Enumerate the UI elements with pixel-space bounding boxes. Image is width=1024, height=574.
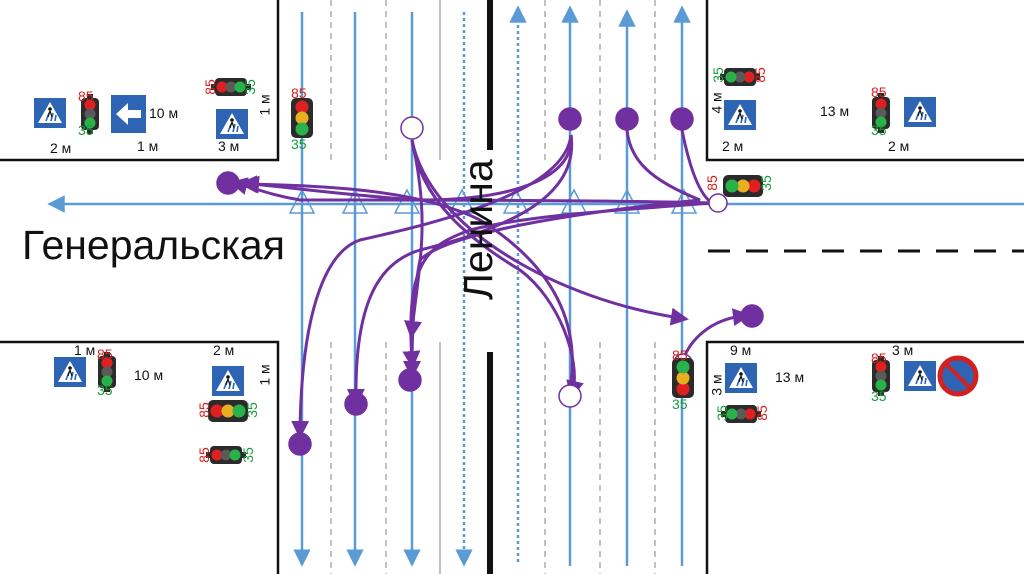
distance-label: 2 м [50, 140, 72, 156]
green-phase-number: 35 [871, 388, 887, 404]
green-phase-number: 35 [239, 447, 256, 463]
red-phase-number: 85 [97, 346, 113, 362]
red-phase-number: 85 [195, 402, 212, 418]
distance-label: 9 м [730, 342, 752, 358]
street-name-generalskaya: Генеральская [22, 222, 285, 268]
green-phase-number: 35 [78, 122, 94, 138]
crosswalk-sign-icon [53, 356, 87, 388]
red-phase-number: 85 [751, 67, 768, 83]
red-phase-number: 85 [195, 447, 212, 463]
green-phase-number: 35 [713, 405, 730, 421]
crosswalk-sign-icon [723, 99, 757, 131]
traffic-light-icon [672, 358, 694, 398]
distance-label: 2 м [722, 138, 744, 154]
green-phase-number: 35 [291, 136, 307, 152]
crosswalk-sign-icon [215, 108, 249, 140]
green-phase-number: 35 [241, 79, 258, 95]
distance-label: 3 м [708, 374, 725, 396]
lane-dividers [330, 0, 656, 574]
traffic-light-icon [291, 98, 313, 138]
distance-label: 13 м [775, 369, 805, 385]
distance-label: 1 м [256, 364, 273, 386]
crosswalk-sign-icon [903, 360, 937, 392]
route-points [216, 107, 764, 456]
red-phase-number: 85 [201, 79, 218, 95]
distance-label: 1 м [74, 342, 96, 358]
red-phase-number: 85 [703, 175, 720, 191]
distance-label: 10 м [149, 105, 179, 121]
red-phase-number: 85 [753, 405, 770, 421]
crosswalk-sign-icon [903, 96, 937, 128]
distance-label: 2 м [888, 138, 910, 154]
distance-label: 3 м [218, 138, 240, 154]
distance-label: 10 м [134, 367, 164, 383]
green-phase-number: 35 [757, 175, 774, 191]
green-phase-number: 35 [672, 396, 688, 412]
red-phase-number: 85 [672, 347, 688, 363]
green-phase-number: 35 [243, 402, 260, 418]
distance-label: 4 м [708, 92, 725, 114]
green-phase-number: 35 [709, 67, 726, 83]
left-turn-sign-icon [111, 95, 146, 133]
distance-label: 3 м [892, 342, 914, 358]
red-phase-number: 85 [871, 84, 887, 100]
crosswalk-sign-icon [211, 365, 245, 397]
distance-label: 2 м [213, 342, 235, 358]
distance-label: 1 м [137, 138, 159, 154]
red-phase-number: 85 [291, 85, 307, 101]
traffic-light-icon [208, 400, 248, 422]
red-phase-number: 85 [871, 350, 887, 366]
green-phase-number: 35 [871, 122, 887, 138]
distance-label: 1 м [256, 94, 273, 116]
crosswalk-sign-icon [724, 362, 758, 394]
green-phase-number: 35 [97, 382, 113, 398]
red-phase-number: 85 [78, 88, 94, 104]
crosswalk-sign-icon [33, 97, 67, 129]
street-name-lenina: Ленина [455, 159, 501, 300]
distance-label: 13 м [820, 103, 850, 119]
vehicle-routes [229, 129, 751, 439]
no-stopping-sign-icon [937, 355, 979, 397]
